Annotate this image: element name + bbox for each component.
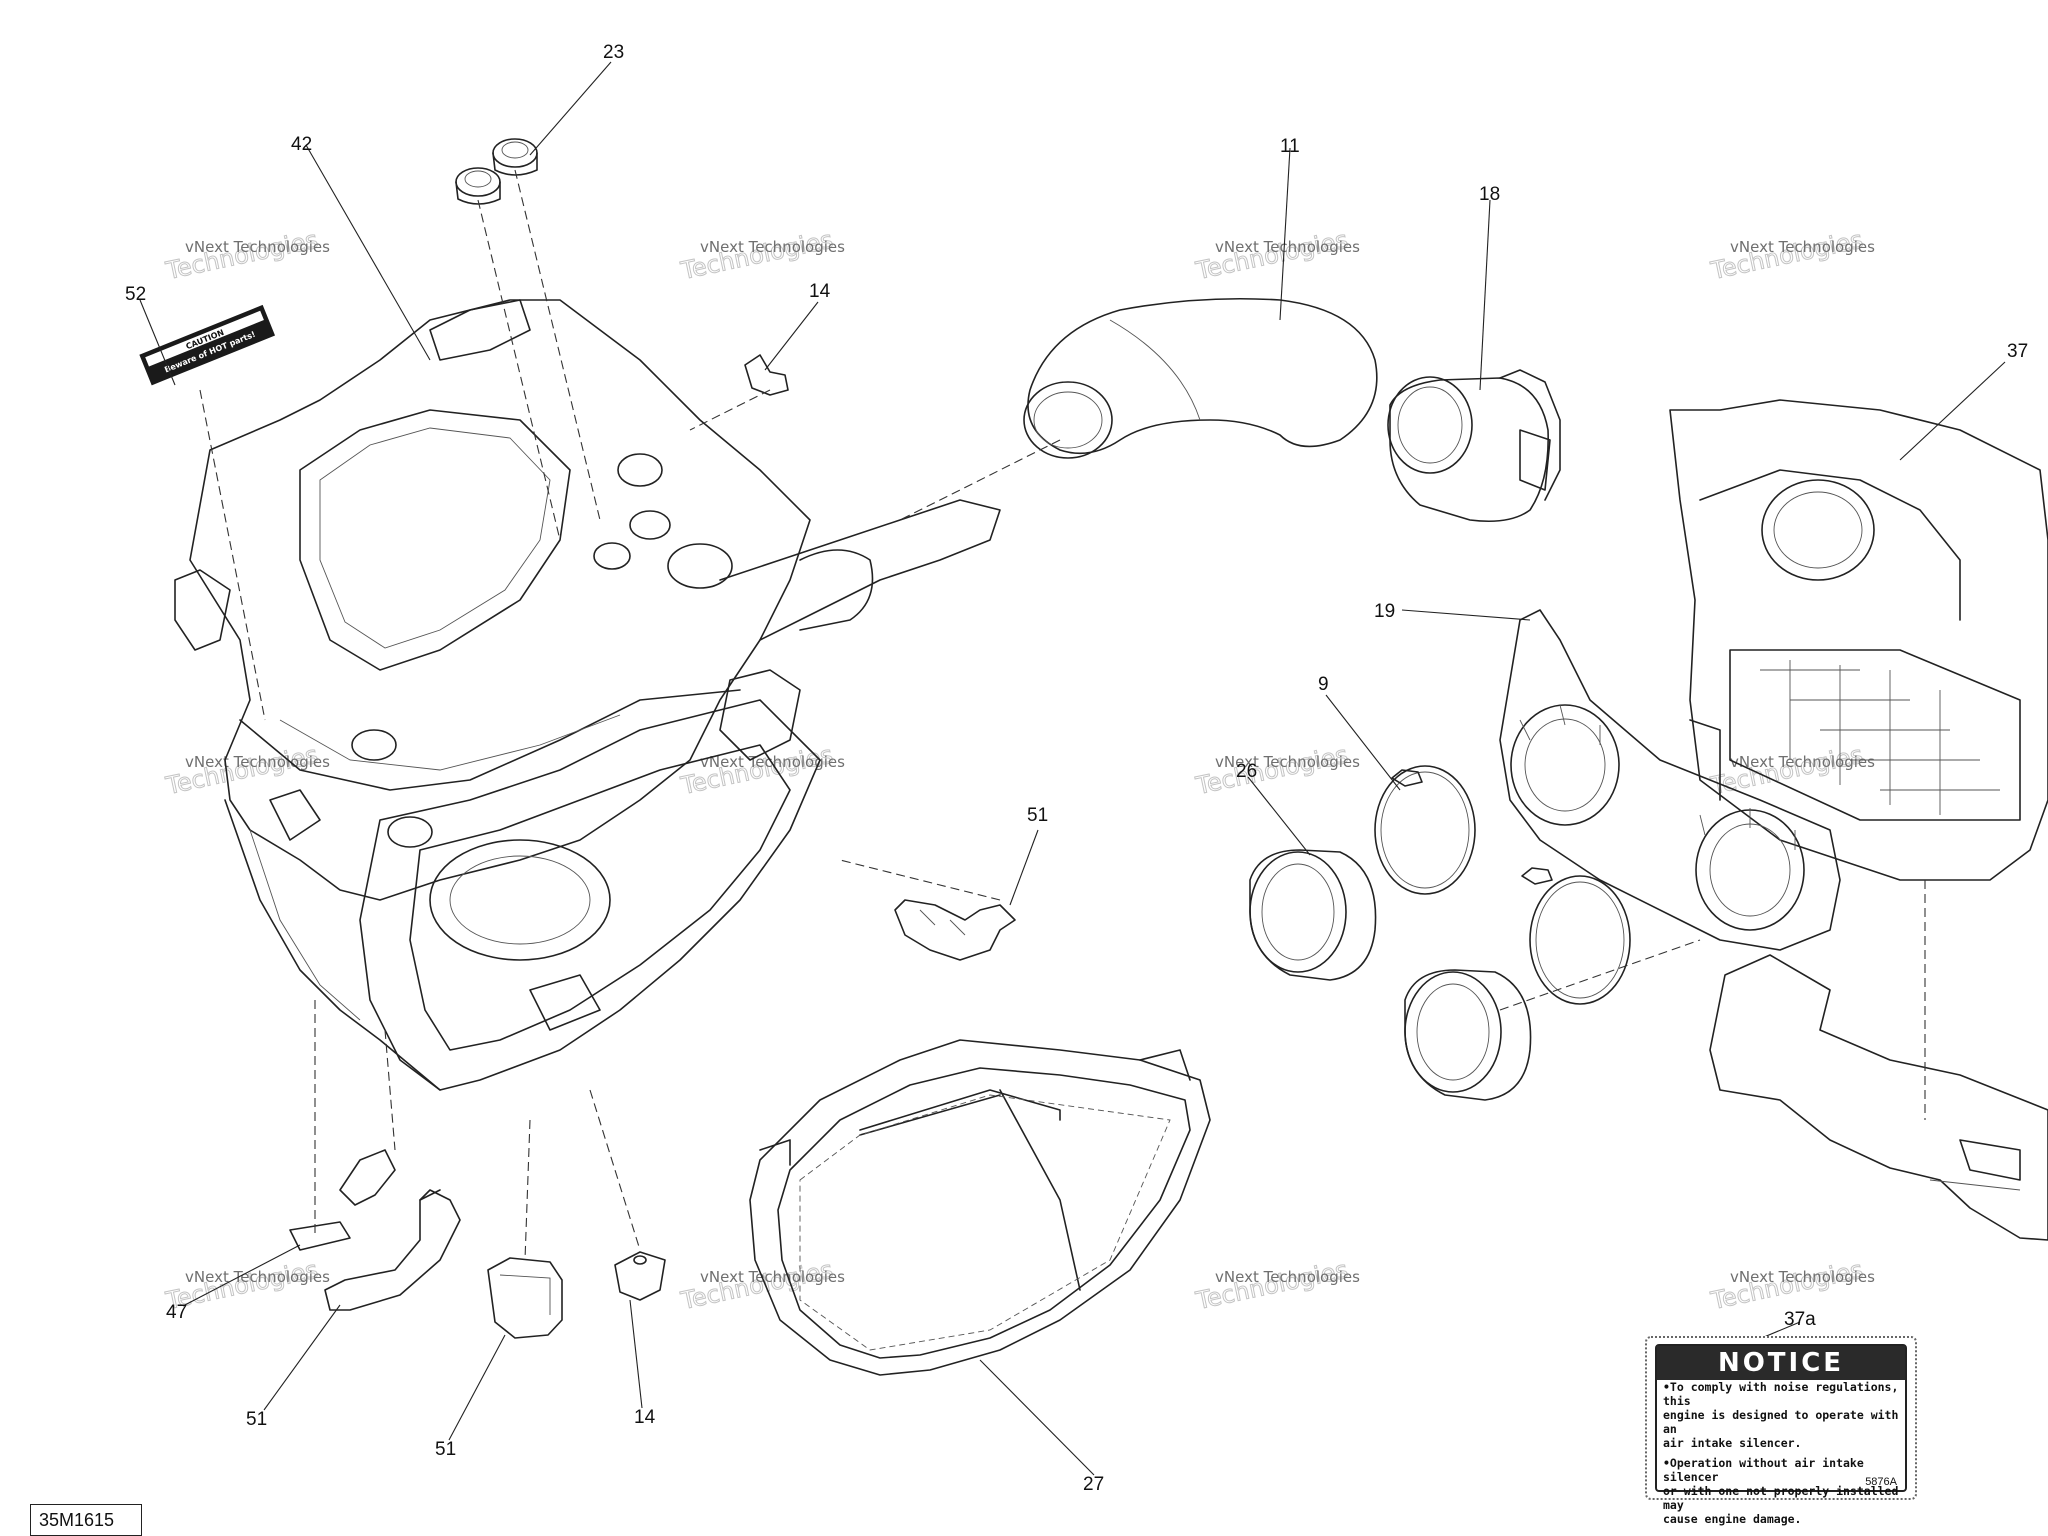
assembly-lines (199, 169, 1926, 1261)
notice-line: cause engine damage. (1663, 1512, 1802, 1526)
filter-element (749, 1039, 1211, 1376)
notice-code: 5876A (1865, 1476, 1897, 1488)
callout-23: 23 (603, 42, 624, 63)
svg-text:vNext Technologies: vNext Technologies (1215, 238, 1360, 256)
svg-text:vNext Technologies: vNext Technologies (700, 238, 845, 256)
watermark: Technologies vNext Technologies (677, 225, 845, 286)
notice-line: air intake silencer. (1663, 1436, 1802, 1450)
callout-18: 18 (1479, 184, 1500, 205)
callout-9: 9 (1318, 674, 1329, 695)
notice-label: NOTICE •To comply with noise regulations… (1645, 1336, 1917, 1526)
clip-51-lower-left (324, 1189, 461, 1311)
grommet-top (492, 138, 538, 176)
bracket-upper-small (339, 1149, 396, 1206)
hose-clamp-upper (1374, 765, 1476, 895)
clip-14-top (744, 354, 789, 396)
callout-26: 26 (1236, 761, 1257, 782)
pad-47 (289, 1221, 351, 1251)
notice-line: •To comply with noise regulations, this (1663, 1380, 1899, 1408)
callout-42: 42 (291, 134, 312, 155)
watermarks: Technologies vNext Technologies Technolo… (162, 225, 1875, 1316)
watermark: Technologies vNext Technologies (1192, 225, 1360, 286)
notice-frame: NOTICE •To comply with noise regulations… (1655, 1344, 1907, 1526)
coupler-upper (1249, 849, 1377, 981)
watermark: Technologies vNext Technologies (1192, 1255, 1360, 1316)
grommet-second (455, 167, 501, 205)
watermark: Technologies vNext Technologies (1707, 225, 1875, 286)
callout-52: 52 (125, 284, 146, 305)
callout-14-lower: 14 (634, 1407, 656, 1428)
svg-text:vNext Technologies: vNext Technologies (185, 1268, 330, 1286)
callout-47: 47 (166, 1302, 187, 1323)
duct-elbow (1023, 297, 1378, 459)
callout-37: 37 (2007, 341, 2028, 362)
svg-text:vNext Technologies: vNext Technologies (185, 238, 330, 256)
watermark: Technologies vNext Technologies (1707, 740, 1875, 801)
svg-text:vNext Technologies: vNext Technologies (1215, 1268, 1360, 1286)
svg-text:vNext Technologies: vNext Technologies (185, 753, 330, 771)
watermark: Technologies vNext Technologies (1192, 740, 1360, 801)
dual-adapter-plate (1499, 609, 1841, 951)
watermark: Technologies vNext Technologies (162, 225, 330, 286)
hose-clamp-lower (1521, 867, 1631, 1005)
coupler-lower (1404, 969, 1532, 1101)
svg-text:vNext Technologies: vNext Technologies (1215, 753, 1360, 771)
callout-37a: 37a (1784, 1309, 1816, 1330)
svg-text:vNext Technologies: vNext Technologies (700, 753, 845, 771)
svg-text:vNext Technologies: vNext Technologies (700, 1268, 845, 1286)
clip-14-lower (614, 1251, 666, 1301)
watermark: Technologies vNext Technologies (677, 1255, 845, 1316)
notice-line: or with one not properly installed may (1663, 1484, 1899, 1512)
clip-51-lower-middle (487, 1257, 563, 1339)
notice-line: •Operation without air intake silencer (1663, 1456, 1864, 1484)
notice-line: engine is designed to operate with an (1663, 1408, 1899, 1436)
callout-27: 27 (1083, 1474, 1104, 1495)
svg-text:vNext Technologies: vNext Technologies (1730, 238, 1875, 256)
callout-14-top: 14 (809, 281, 831, 302)
leader-lines (139, 61, 2006, 1476)
airbox-housing (174, 299, 1001, 1091)
svg-text:vNext Technologies: vNext Technologies (1730, 1268, 1875, 1286)
callout-labels: 23 42 52 14 11 18 37 19 9 26 51 47 51 51… (125, 42, 2028, 1495)
callout-51-lower-middle: 51 (435, 1439, 456, 1460)
watermark: Technologies vNext Technologies (1707, 1255, 1875, 1316)
notice-title: NOTICE (1657, 1346, 1905, 1380)
caution-label: CAUTION Beware of HOT parts! (139, 304, 276, 386)
callout-19: 19 (1374, 601, 1395, 622)
mount-plate (1709, 954, 2048, 1241)
reference-code: 35M1615 (30, 1504, 142, 1536)
clip-51-right (894, 899, 1016, 961)
callout-11: 11 (1280, 136, 1300, 157)
callout-51-right: 51 (1027, 805, 1048, 826)
silencer-box (1669, 399, 2048, 881)
svg-text:vNext Technologies: vNext Technologies (1730, 753, 1875, 771)
intake-adapter (1387, 369, 1561, 523)
callout-51-lower-left: 51 (246, 1409, 267, 1430)
watermark: Technologies vNext Technologies (677, 740, 845, 801)
